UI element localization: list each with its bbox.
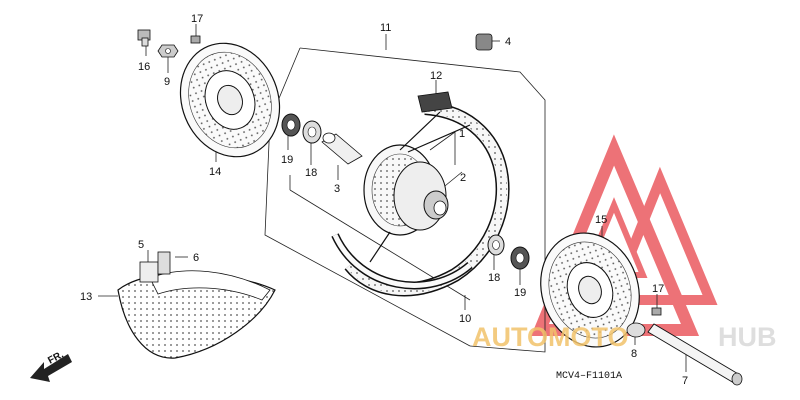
callout-14: 14 <box>209 166 221 178</box>
axle-7 <box>647 323 743 386</box>
callout-10: 10 <box>459 313 471 325</box>
diagram-code: MCV4–F1101A <box>556 371 622 382</box>
bearing-19-right <box>510 246 530 270</box>
callout-9: 9 <box>164 76 170 88</box>
callout-17: 17 <box>652 283 664 295</box>
callout-15: 15 <box>595 214 607 226</box>
front-direction-arrow: FR. <box>30 349 72 382</box>
callout-2: 2 <box>460 172 466 184</box>
callout-19: 19 <box>281 154 293 166</box>
seal-18-right <box>487 234 505 256</box>
collar-8 <box>626 322 646 338</box>
bolt-17-top <box>190 35 201 44</box>
assembly-frame <box>264 47 546 353</box>
callout-18: 18 <box>488 272 500 284</box>
callout-18: 18 <box>305 167 317 179</box>
spacer-3 <box>321 132 363 165</box>
callout-12: 12 <box>430 70 442 82</box>
cap-4 <box>475 33 493 51</box>
bearing-19-left <box>281 113 301 137</box>
callout-19: 19 <box>514 287 526 299</box>
callouts: 17 16 9 11 4 12 1 2 19 18 3 14 5 6 13 18… <box>80 13 688 387</box>
callout-11: 11 <box>380 22 391 34</box>
bolt-17-right <box>651 307 662 316</box>
wheel-hub <box>363 111 471 263</box>
callout-16: 16 <box>138 61 150 73</box>
brake-disc-left <box>179 42 281 158</box>
callout-1: 1 <box>459 128 465 140</box>
callout-13: 13 <box>80 291 92 303</box>
bolt-16 <box>137 29 151 47</box>
callout-17: 17 <box>191 13 203 25</box>
brake-disc-right <box>540 232 640 348</box>
callout-3: 3 <box>334 183 340 195</box>
watermark-part2: HUB <box>718 322 777 352</box>
nut-9 <box>157 44 179 58</box>
watermark-part1: AUTOMOTO <box>472 322 629 352</box>
callout-8: 8 <box>631 348 637 360</box>
callout-4: 4 <box>505 36 511 48</box>
callout-6: 6 <box>193 252 199 264</box>
wheel-rim <box>331 101 510 297</box>
seal-18-left <box>302 120 322 144</box>
valve-12 <box>417 91 453 113</box>
watermark-text: AUTOMOTO HUB <box>472 322 777 352</box>
callout-7: 7 <box>682 375 688 387</box>
fender-13 <box>117 251 276 359</box>
callout-5: 5 <box>138 239 144 251</box>
